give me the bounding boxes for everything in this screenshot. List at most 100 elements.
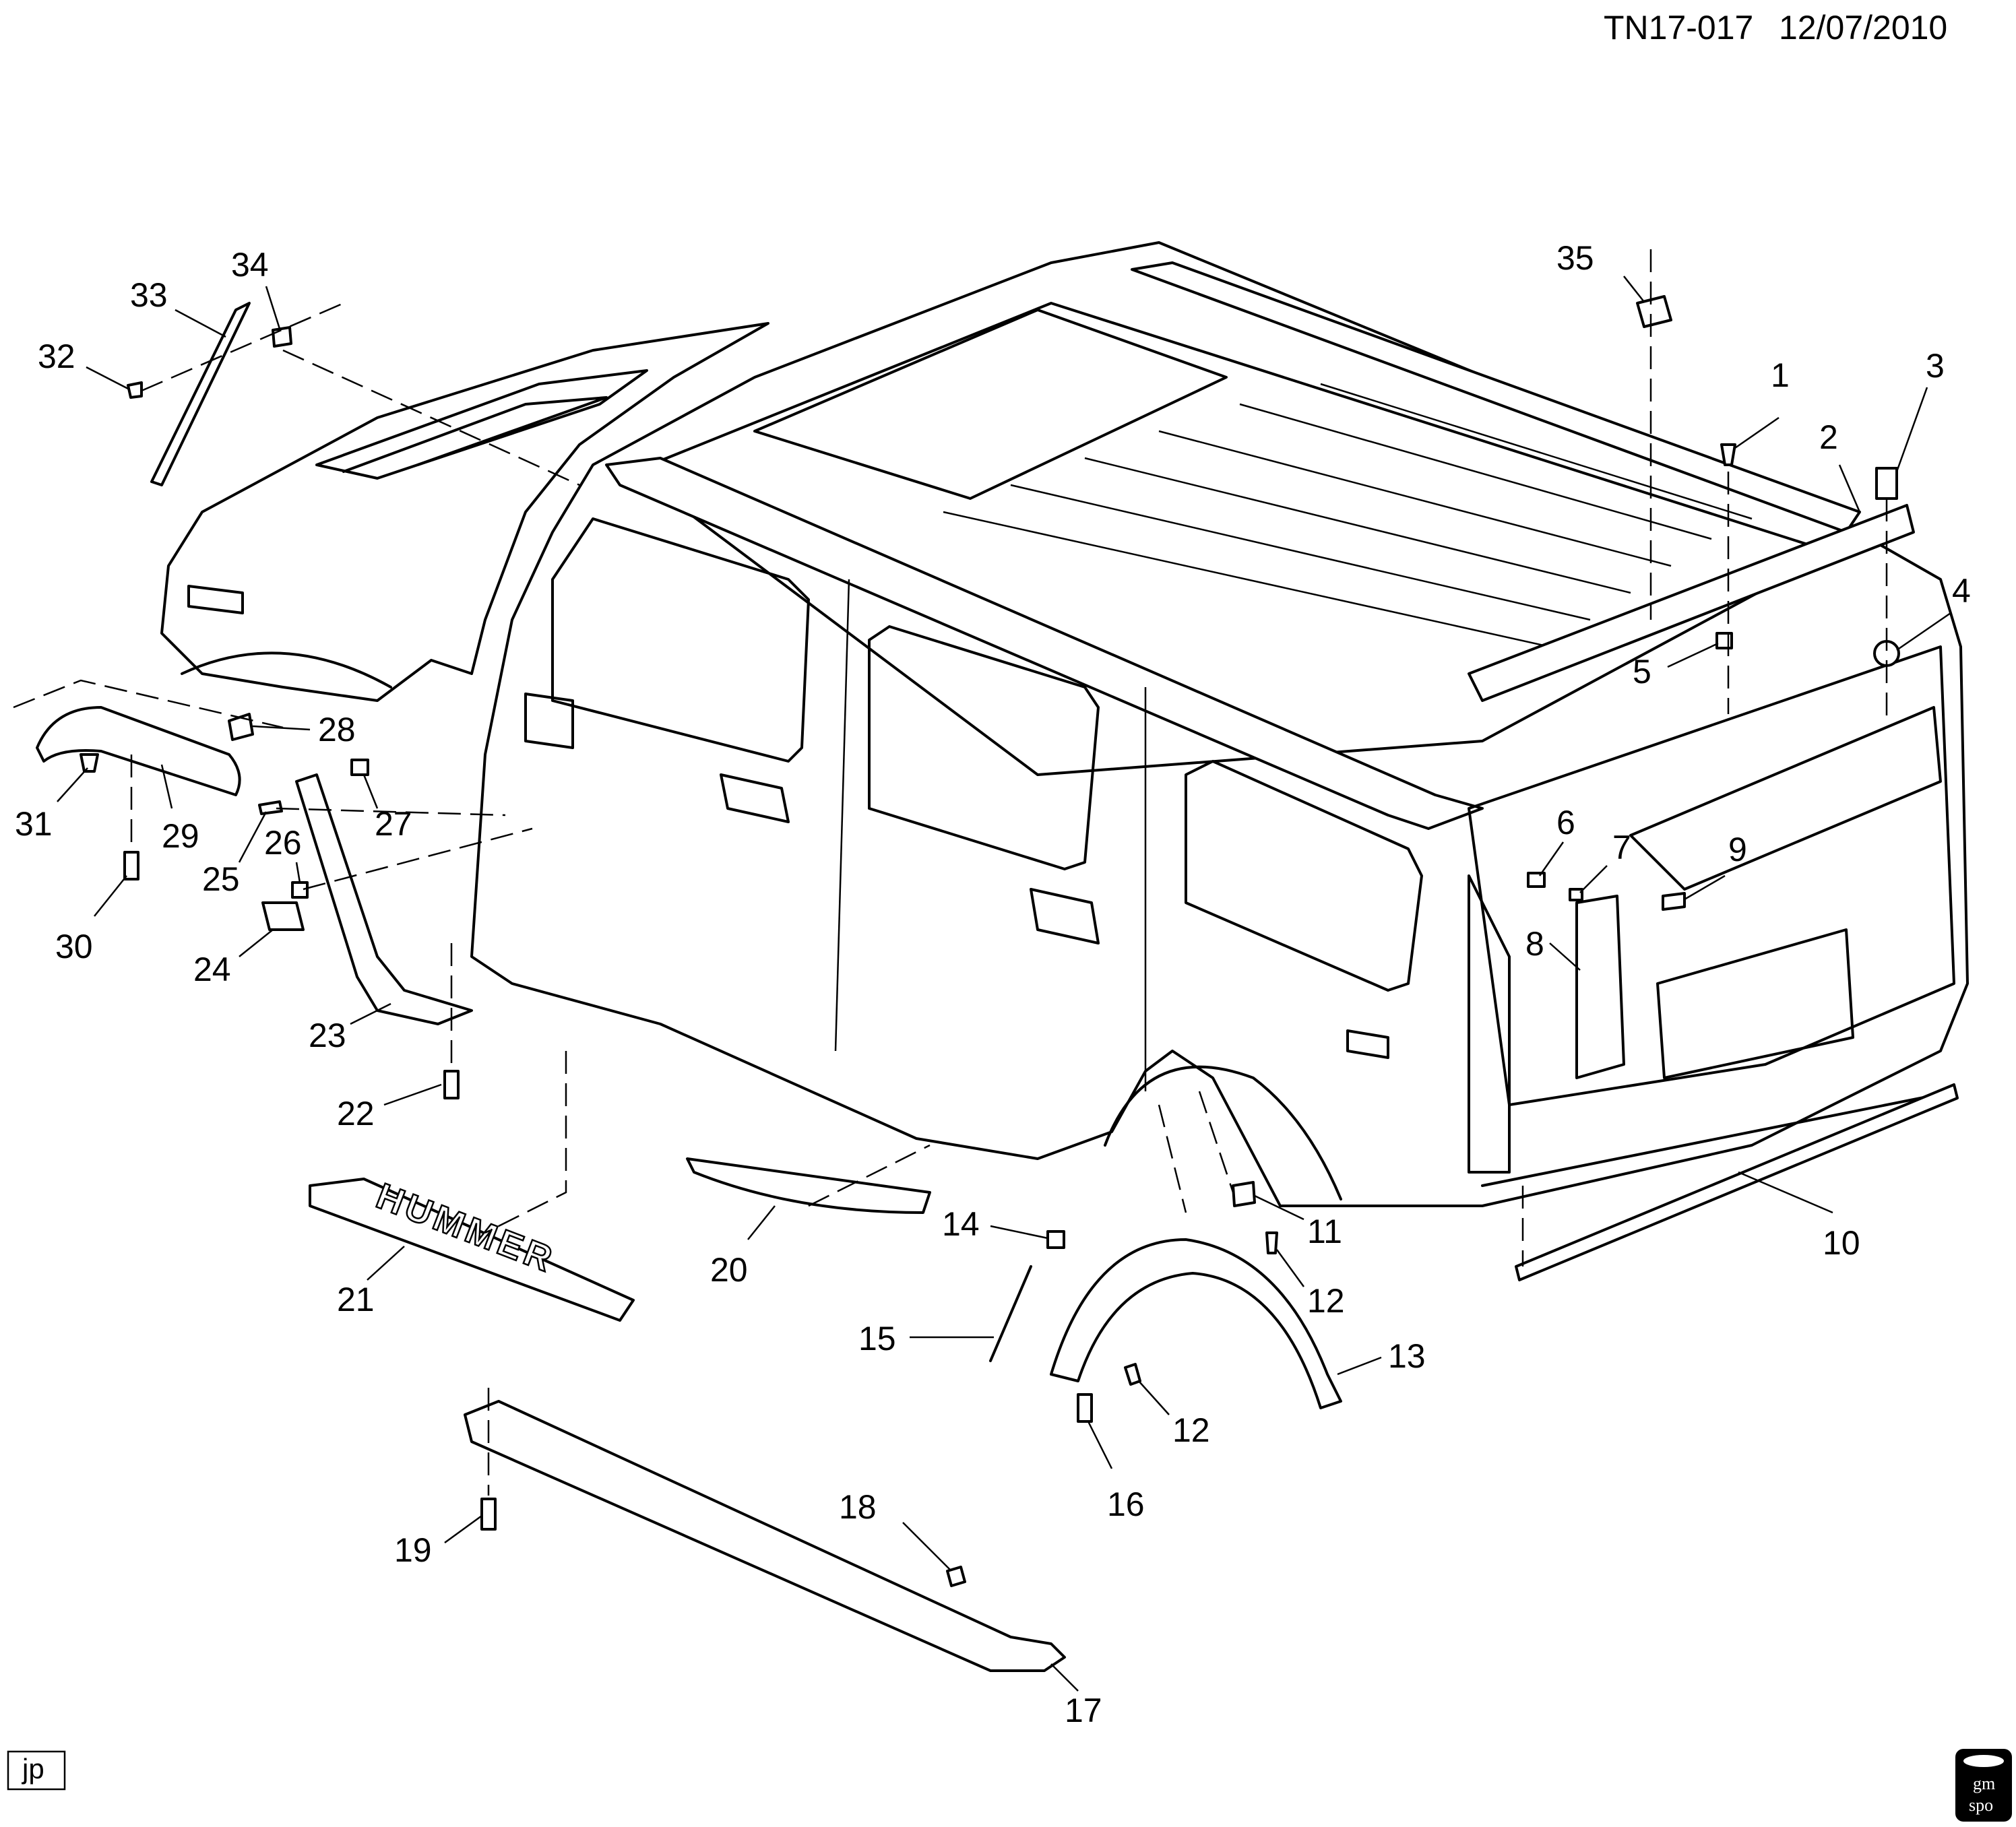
front-door-handle (720, 773, 790, 823)
clip-35 (1636, 295, 1672, 328)
front-wheel-flare (36, 706, 241, 796)
front-door-window (551, 517, 810, 763)
leader-14 (990, 1225, 1048, 1240)
callout-1: 1 (1771, 356, 1790, 394)
hood-scoop (315, 369, 648, 480)
callout-12-lower: 12 (1172, 1411, 1210, 1449)
callout-16: 16 (1107, 1485, 1145, 1523)
dash-26-pillar (303, 827, 533, 891)
callout-18: 18 (839, 1488, 877, 1526)
callout-6: 6 (1556, 804, 1575, 841)
front-marker-lamp (187, 585, 244, 614)
roof-rib-5 (1239, 403, 1712, 540)
callout-2: 2 (1819, 418, 1838, 456)
screw-32 (127, 381, 143, 399)
push-pin-9 (1662, 892, 1686, 911)
leader-26 (295, 862, 301, 883)
leader-5 (1667, 642, 1719, 668)
roof-rib-3 (1084, 457, 1631, 594)
gm-spo-logo-oval (1963, 1755, 2004, 1767)
leader-27 (363, 774, 379, 809)
rear-wheel-arch (1104, 1065, 1342, 1200)
callout-17: 17 (1065, 1692, 1102, 1729)
nut-26 (291, 881, 309, 899)
hood-scoop-inner (342, 396, 608, 473)
clip-7 (1569, 888, 1583, 901)
pillar-lower-bracket (295, 773, 473, 1025)
clip-28 (228, 713, 254, 741)
rear-bumper-molding (1515, 1083, 1959, 1281)
leader-32 (86, 366, 130, 391)
leader-34 (265, 286, 281, 329)
leader-2 (1838, 464, 1861, 513)
callout-22: 22 (337, 1095, 375, 1132)
callout-15: 15 (858, 1320, 896, 1357)
dash-32-34 (141, 302, 344, 392)
leader-16 (1087, 1421, 1113, 1469)
push-pin-22 (443, 1070, 460, 1099)
callout-4: 4 (1952, 572, 1971, 610)
leader-11 (1254, 1194, 1304, 1221)
diagram-date: 12/07/2010 (1779, 9, 1947, 46)
leader-28 (252, 725, 311, 731)
rear-liftgate-glass-opening (1629, 706, 1942, 891)
flare-seal-strip (989, 1265, 1032, 1362)
leader-18 (902, 1522, 951, 1570)
leader-6 (1538, 841, 1565, 876)
leader-31 (57, 767, 88, 802)
callout-5: 5 (1633, 653, 1651, 691)
clip-18 (946, 1566, 966, 1587)
leader-10 (1738, 1171, 1833, 1214)
rear-bumper-edge (1481, 1090, 1955, 1187)
callout-28: 28 (318, 711, 356, 748)
alignment-lines (13, 249, 1888, 1496)
callout-34: 34 (231, 246, 269, 284)
leader-22 (383, 1083, 442, 1106)
leader-30 (94, 875, 127, 917)
vehicle-body (160, 241, 1969, 1207)
callout-31: 31 (15, 805, 53, 843)
dash-flare (1158, 1104, 1187, 1213)
callout-33: 33 (130, 276, 168, 314)
callout-10: 10 (1823, 1224, 1860, 1262)
gm-spo-logo: gm spo (1955, 1749, 2012, 1822)
front-door-seam (834, 579, 850, 1052)
roof-rib-1 (943, 511, 1550, 648)
dash-20 (808, 1144, 931, 1207)
grommet-6 (1527, 872, 1546, 888)
leader-29 (160, 764, 173, 809)
bracket-24 (261, 901, 305, 931)
author-badge-box (7, 1750, 66, 1791)
callout-30: 30 (55, 928, 93, 965)
rear-side-marker (1346, 1029, 1389, 1059)
spoiler-bolt (1875, 467, 1898, 500)
leader-33 (175, 309, 226, 338)
callout-32: 32 (38, 338, 75, 375)
callout-leaders (57, 276, 1951, 1692)
tail-lamp (1575, 895, 1625, 1079)
push-pin-19 (480, 1498, 497, 1531)
callout-35: 35 (1556, 239, 1594, 277)
roof-rib-4 (1158, 430, 1672, 567)
dash-11 (1198, 1091, 1234, 1193)
dash-34-body (282, 349, 580, 486)
fuel-door (524, 693, 574, 749)
gm-spo-logo-line1: gm (1973, 1774, 1995, 1793)
screw-1 (1720, 443, 1736, 466)
leader-13 (1337, 1356, 1382, 1376)
roof-rib-2 (1010, 484, 1591, 621)
callout-24: 24 (193, 951, 231, 988)
callout-3: 3 (1926, 347, 1945, 385)
gm-spo-logo-badge (1955, 1749, 2012, 1822)
sunroof-opening (753, 309, 1228, 500)
leader-7 (1579, 865, 1608, 893)
leader-19 (444, 1514, 482, 1544)
leader-17 (1050, 1663, 1079, 1692)
screw-31 (80, 753, 99, 773)
screw-12-lower (1124, 1363, 1141, 1386)
callout-14: 14 (942, 1205, 980, 1243)
callout-8: 8 (1525, 925, 1544, 963)
leader-35 (1623, 276, 1645, 302)
callout-25: 25 (202, 860, 240, 898)
